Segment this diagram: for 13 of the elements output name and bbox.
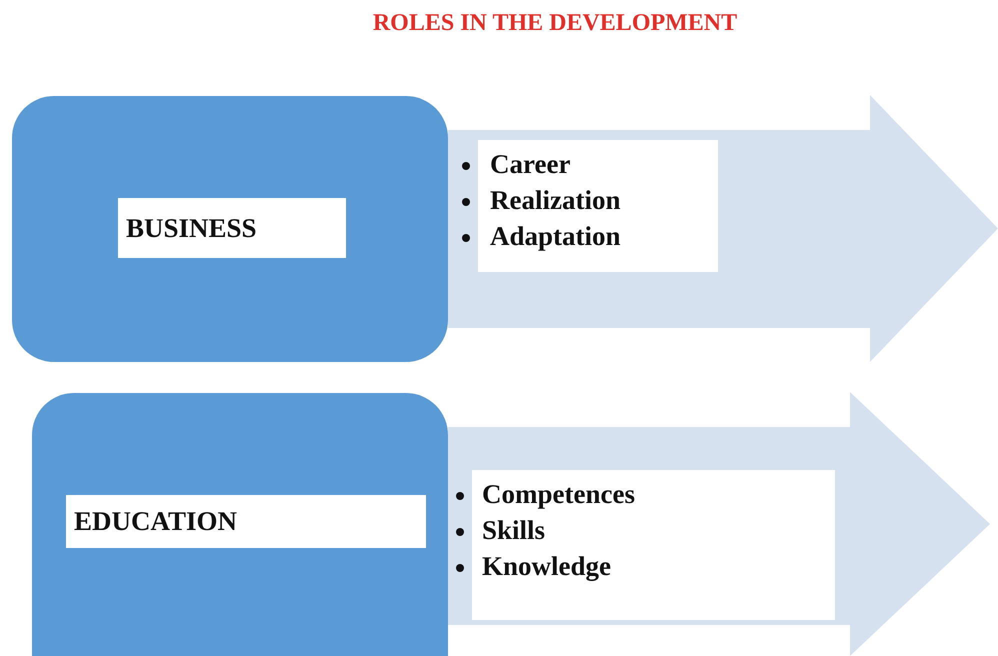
arrow-shape [448, 392, 990, 656]
list-item: Career [490, 149, 570, 179]
node-label: BUSINESS [118, 198, 346, 258]
rounded-box [12, 96, 448, 362]
diagram-title: ROLES IN THE DEVELOPMENT [372, 10, 738, 37]
node-label: EDUCATION [66, 495, 426, 548]
list-item: Adaptation [490, 221, 621, 251]
arrow-shape [448, 95, 998, 362]
rounded-box [32, 393, 448, 656]
list-item: Competences [482, 479, 635, 509]
list-item: Skills [482, 515, 546, 545]
list-item: Knowledge [482, 551, 612, 581]
list-item: Realization [490, 185, 620, 215]
